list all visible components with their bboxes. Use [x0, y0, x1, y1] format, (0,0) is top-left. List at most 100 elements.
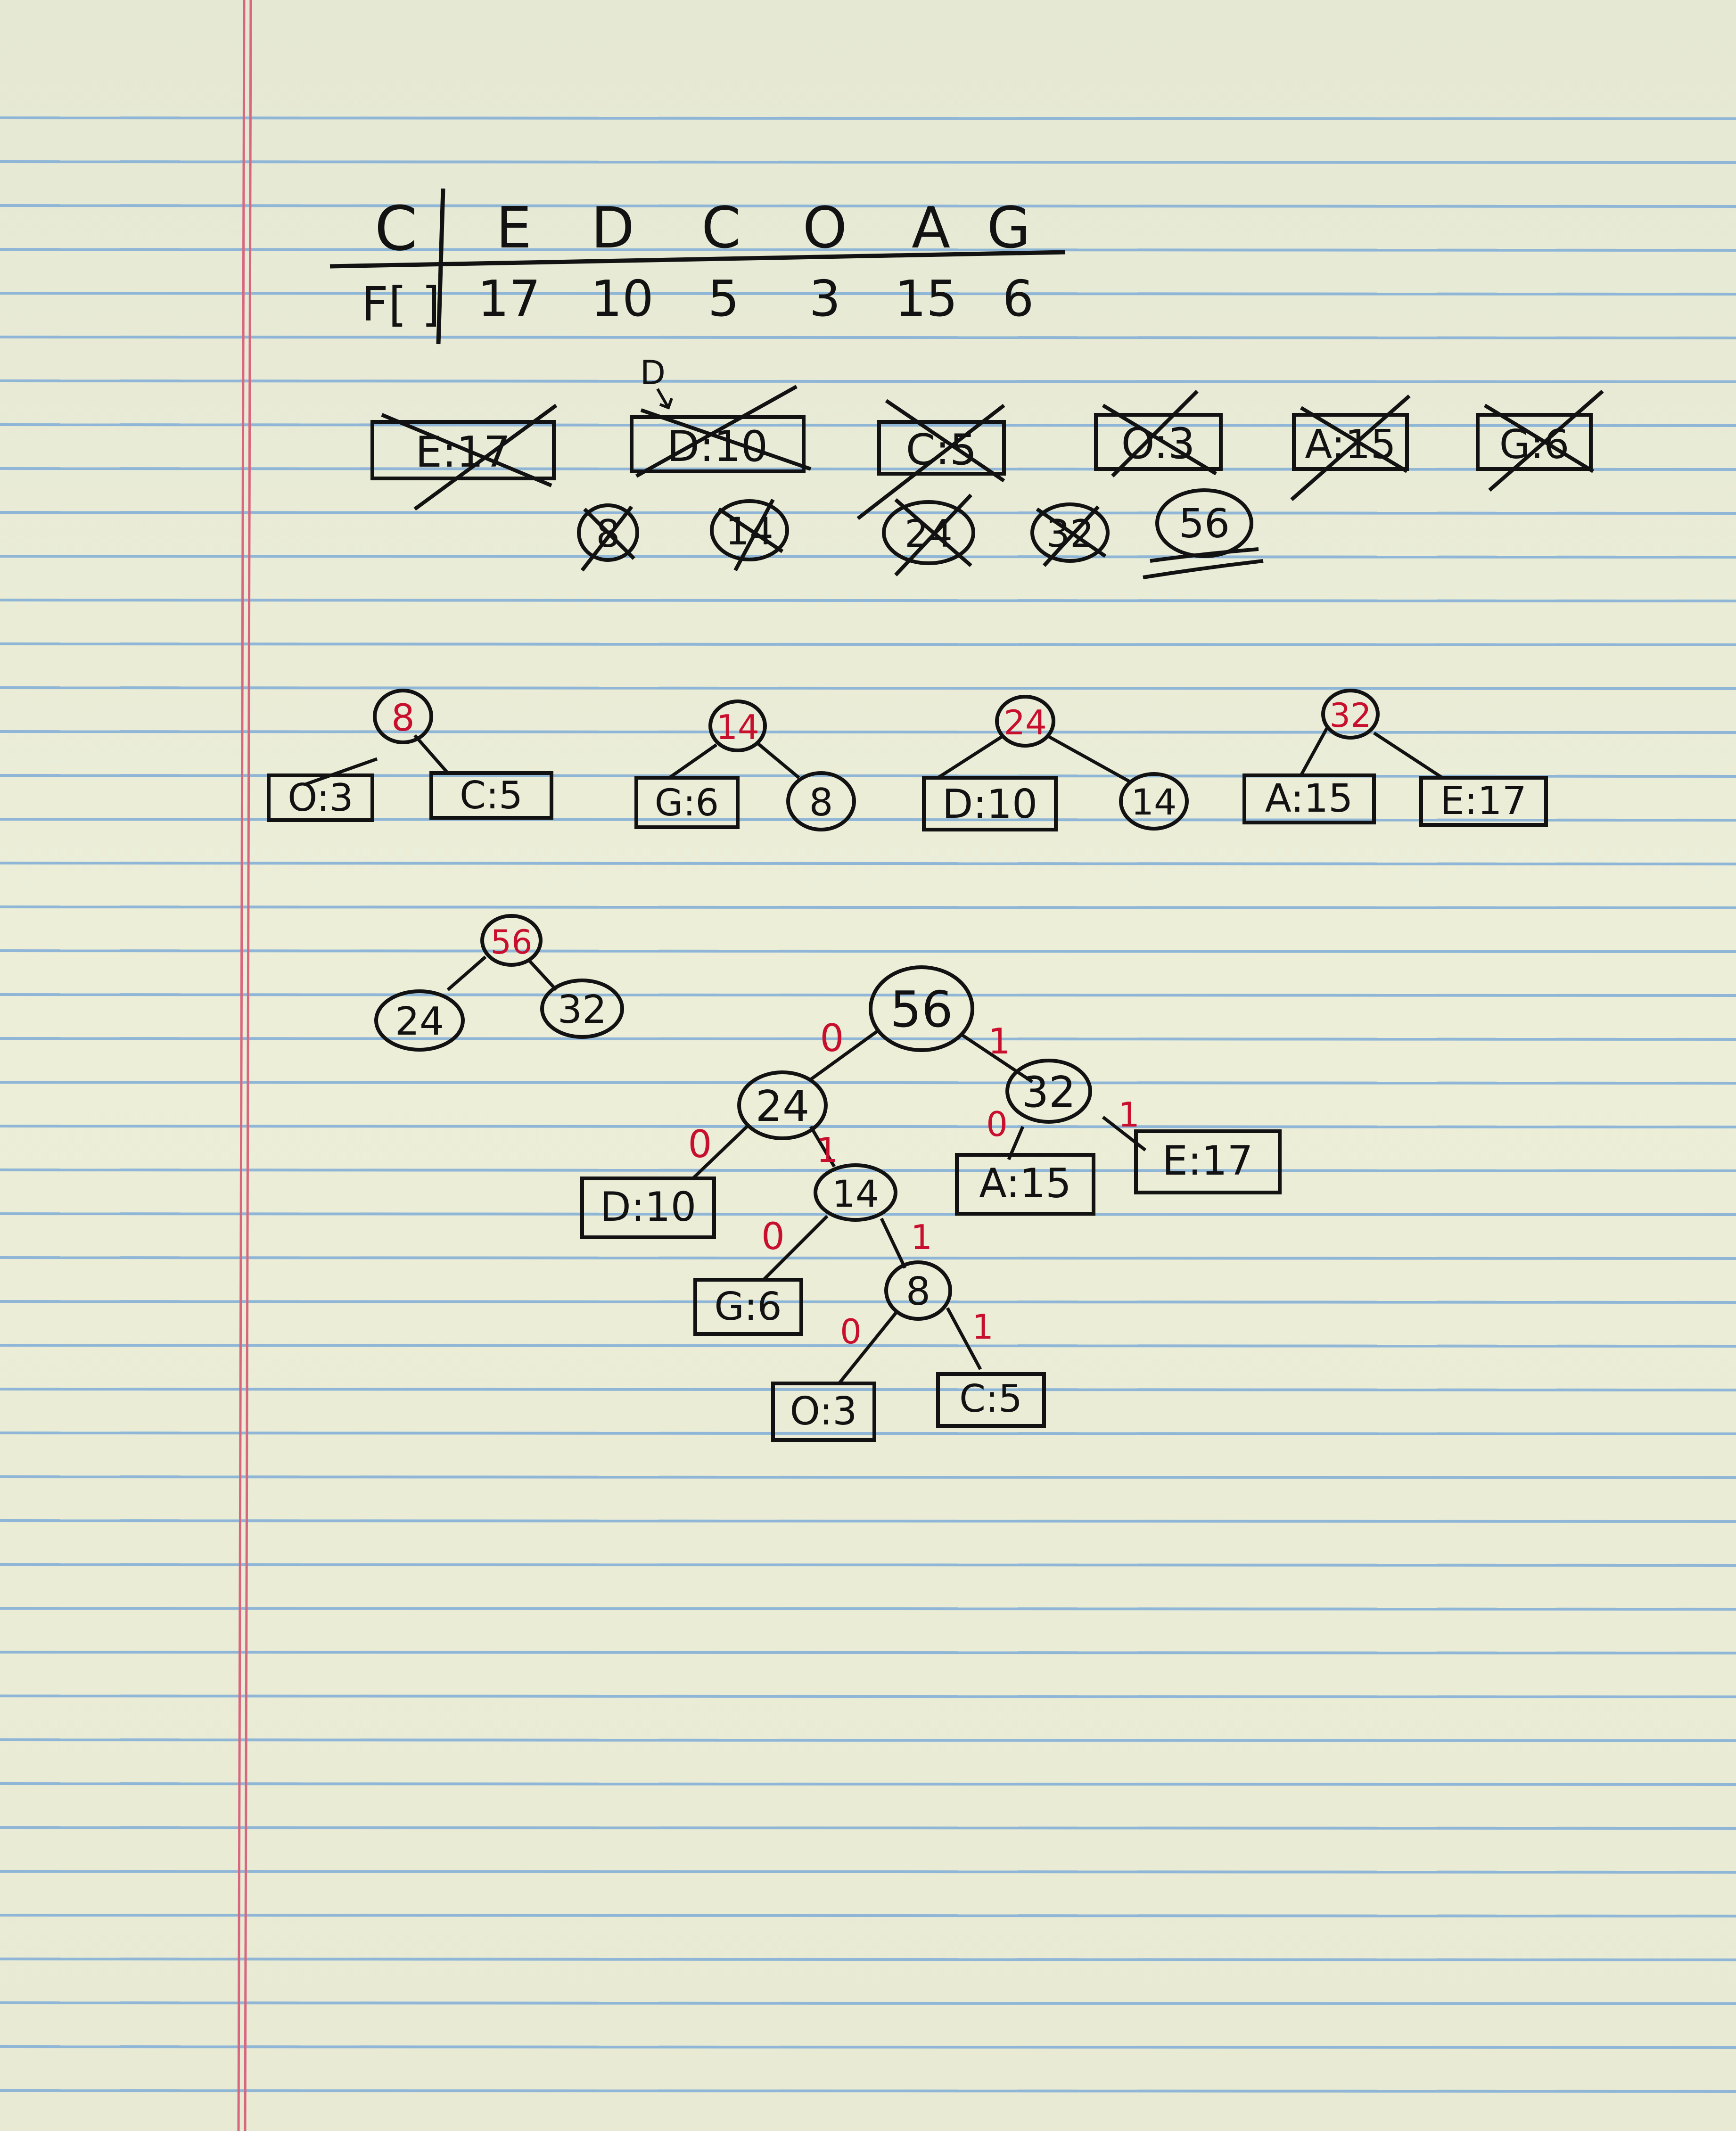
tree-leaf-e: E:17: [1134, 1129, 1282, 1194]
tree-node-24: 24: [737, 1070, 828, 1140]
edge-label-8-left: 0: [840, 1312, 862, 1351]
svg-text:E:17: E:17: [1440, 779, 1527, 823]
queue-circle-24: 24: [882, 494, 975, 576]
rule-line: [0, 423, 1736, 427]
rule-line: [0, 1168, 1736, 1172]
table-header-c: C: [375, 193, 418, 264]
rule-line: [0, 2001, 1736, 2005]
edge-label-14-left: 0: [761, 1216, 785, 1258]
tree-node-8: 8: [884, 1260, 952, 1321]
subtree-24: 24 D:10 14: [922, 695, 1189, 831]
symbol-c: C: [701, 196, 741, 261]
queue-circle-32: 32: [1030, 502, 1110, 567]
insert-mark: D: [640, 354, 666, 392]
svg-text:32: 32: [1329, 696, 1371, 735]
rule-line: [0, 599, 1736, 602]
tree-node-14: 14: [814, 1163, 897, 1222]
table-header-f: F[ ]: [361, 277, 440, 332]
rule-line: [0, 292, 1736, 296]
insert-arrow: [656, 388, 673, 410]
priority-queue: D E:17 D:10 C:5 O:3 A:15: [370, 354, 1604, 579]
edge-label-24-left: 0: [688, 1122, 712, 1166]
svg-text:56: 56: [890, 981, 953, 1038]
svg-text:14: 14: [1131, 781, 1177, 823]
svg-text:A:15: A:15: [979, 1160, 1071, 1207]
svg-text:8: 8: [906, 1269, 930, 1314]
tree-edges: [691, 1028, 1147, 1385]
rule-line: [0, 160, 1736, 164]
edge-label-root-right: 1: [988, 1020, 1011, 1062]
tree-leaf-o: O:3: [771, 1382, 876, 1442]
symbol-a: A: [912, 196, 950, 261]
rule-line: [0, 1475, 1736, 1479]
svg-text:C:5: C:5: [460, 773, 523, 817]
tree-leaf-d: D:10: [580, 1177, 716, 1239]
edge-label-14-right: 1: [911, 1218, 932, 1257]
svg-text:D:10: D:10: [942, 781, 1037, 828]
subtree-14: 14 G:6 8: [634, 699, 856, 831]
svg-text:8: 8: [391, 697, 415, 740]
edge-label-32-right: 1: [1118, 1095, 1140, 1135]
tree-node-56: 56: [869, 965, 974, 1052]
queue-box-d: D:10: [630, 385, 812, 478]
edge-label-8-right: 1: [972, 1307, 994, 1347]
svg-text:24: 24: [756, 1082, 810, 1131]
svg-text:G:6: G:6: [655, 782, 719, 824]
symbol-d: D: [591, 196, 634, 261]
rule-line: [0, 1256, 1736, 1260]
rule-line: [0, 1607, 1736, 1611]
freq-o: 3: [809, 270, 841, 328]
svg-text:56: 56: [490, 923, 532, 962]
queue-circle-8: 8: [577, 503, 639, 572]
svg-text:C:5: C:5: [959, 1377, 1022, 1421]
rule-line: [0, 1432, 1736, 1435]
subtree-56: 56 24 32: [374, 914, 624, 1052]
queue-box-o: O:3: [1094, 390, 1223, 477]
svg-text:A:15: A:15: [1265, 776, 1353, 821]
rule-line: [0, 1914, 1736, 1917]
tree-node-32: 32: [1005, 1059, 1092, 1124]
ruled-lines: [0, 116, 1736, 2093]
subtree-32: 32 A:15 E:17: [1242, 689, 1548, 827]
rule-line: [0, 1651, 1736, 1654]
rule-line: [0, 1125, 1736, 1128]
table-horizontal-line: [329, 250, 1066, 269]
tree-leaf-a: A:15: [955, 1153, 1095, 1216]
svg-text:14: 14: [832, 1173, 879, 1216]
freq-c: 5: [708, 270, 740, 328]
freq-g: 6: [1003, 270, 1034, 328]
svg-text:O:3: O:3: [790, 1389, 857, 1434]
symbol-g: G: [987, 196, 1031, 261]
svg-text:56: 56: [1179, 501, 1230, 547]
rule-line: [0, 116, 1736, 120]
rule-line: [0, 686, 1736, 690]
svg-text:24: 24: [1004, 703, 1047, 742]
rule-line: [0, 1738, 1736, 1742]
tree-leaf-c: C:5: [936, 1372, 1046, 1428]
svg-text:14: 14: [716, 708, 759, 747]
queue-box-c: C:5: [856, 399, 1006, 520]
rule-line: [0, 1695, 1736, 1698]
svg-text:A:15: A:15: [1305, 421, 1396, 468]
edge-label-root-left: 0: [820, 1016, 844, 1060]
rule-line: [0, 379, 1736, 383]
subtree-8: 8 O:3 C:5: [267, 689, 553, 822]
svg-text:G:6: G:6: [714, 1284, 782, 1329]
rule-line: [0, 555, 1736, 559]
queue-box-e: E:17: [370, 403, 558, 511]
rule-line: [0, 949, 1736, 953]
svg-text:8: 8: [809, 781, 833, 824]
rule-line: [0, 1826, 1736, 1830]
rule-line: [0, 1212, 1736, 1216]
rule-line: [0, 642, 1736, 646]
svg-text:32: 32: [558, 987, 607, 1032]
freq-a: 15: [895, 270, 958, 328]
queue-circle-56: 56: [1143, 488, 1264, 579]
edge-label-32-left: 0: [986, 1104, 1008, 1144]
svg-text:O:3: O:3: [288, 776, 353, 820]
frequency-table: C F[ ] E D C O A G 17 10 5 3 15 6: [329, 188, 1066, 345]
final-huffman-tree: 0 1 0 1 0 1 0 1 0 1 56 24 32 14 8: [580, 965, 1282, 1442]
rule-line: [0, 2089, 1736, 2093]
